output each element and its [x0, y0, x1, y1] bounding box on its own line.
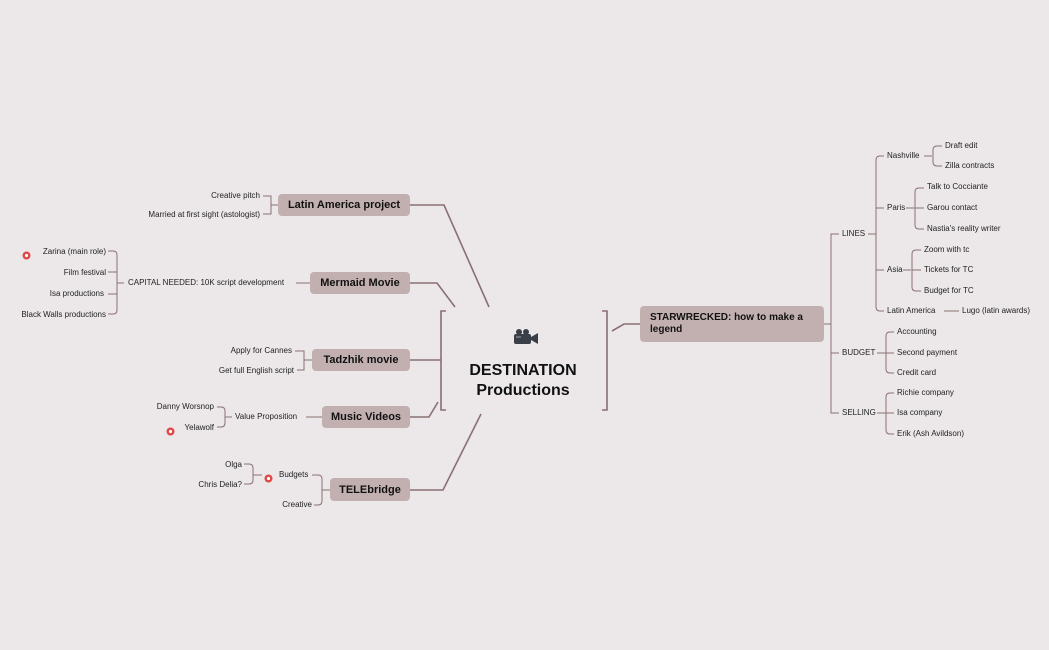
isa-productions[interactable]: Isa productions: [49, 289, 104, 298]
paris-label[interactable]: Paris: [887, 203, 906, 212]
topic-starwrecked[interactable]: STARWRECKED: how to make a legend: [640, 306, 824, 342]
latin-america-label[interactable]: Latin America: [887, 306, 936, 315]
yelawolf[interactable]: Yelawolf: [184, 423, 214, 432]
topic-telebridge-label: TELEbridge: [339, 483, 401, 496]
topic-starwrecked-label: STARWRECKED: how to make a legend: [650, 312, 803, 335]
lugo-latin-awards[interactable]: Lugo (latin awards): [962, 306, 1031, 315]
zoom-with-tc[interactable]: Zoom with tc: [924, 245, 970, 254]
value-proposition[interactable]: Value Proposition: [235, 412, 298, 421]
topic-latin-america-label: Latin America project: [287, 199, 401, 211]
richie-company[interactable]: Richie company: [897, 388, 954, 397]
chris-delia[interactable]: Chris Delia?: [198, 480, 242, 489]
film-festival[interactable]: Film festival: [63, 268, 106, 277]
zilla-contracts[interactable]: Zilla contracts: [945, 161, 995, 170]
root-title-line1: DESTINATION: [469, 362, 577, 379]
topic-latin-america[interactable]: Latin America project: [278, 194, 410, 216]
capital-needed[interactable]: CAPITAL NEEDED: 10K script development: [128, 278, 285, 287]
topic-tadzhik-movie-label: Tadzhik movie: [323, 354, 399, 366]
married-at-first-sight[interactable]: Married at first sight (astologist): [148, 210, 260, 219]
topic-music-videos[interactable]: Music Videos: [322, 406, 410, 428]
talk-to-cocciante[interactable]: Talk to Cocciante: [927, 182, 988, 191]
garou-contact[interactable]: Garou contact: [927, 203, 978, 212]
apply-for-cannes[interactable]: Apply for Cannes: [230, 346, 292, 355]
nastias-reality-writer[interactable]: Nastia's reality writer: [927, 224, 1001, 233]
topic-mermaid-movie[interactable]: Mermaid Movie: [310, 272, 410, 294]
danny-worsnop[interactable]: Danny Worsnop: [156, 402, 214, 411]
black-walls-productions[interactable]: Black Walls productions: [21, 310, 106, 319]
tickets-for-tc[interactable]: Tickets for TC: [924, 265, 974, 274]
zarina-main-role[interactable]: Zarina (main role): [42, 247, 106, 256]
erik-ash-avildson[interactable]: Erik (Ash Avildson): [897, 429, 964, 438]
creative[interactable]: Creative: [282, 500, 312, 509]
creative-pitch[interactable]: Creative pitch: [211, 191, 260, 200]
red-circle-marker-icon: [22, 247, 31, 260]
budgets[interactable]: Budgets: [279, 470, 309, 479]
topic-mermaid-movie-label: Mermaid Movie: [320, 277, 400, 289]
root-title-line2: Productions: [476, 382, 570, 399]
topic-music-videos-label: Music Videos: [330, 411, 402, 423]
asia-label[interactable]: Asia: [887, 265, 903, 274]
olga[interactable]: Olga: [225, 460, 242, 469]
accounting[interactable]: Accounting: [897, 327, 937, 336]
isa-company[interactable]: Isa company: [897, 408, 943, 417]
credit-card[interactable]: Credit card: [897, 368, 937, 377]
draft-edit[interactable]: Draft edit: [945, 141, 978, 150]
selling-label[interactable]: SELLING: [842, 408, 876, 417]
get-full-english-script[interactable]: Get full English script: [218, 366, 294, 375]
budget-for-tc[interactable]: Budget for TC: [924, 286, 974, 295]
red-circle-marker-icon: [166, 423, 175, 436]
topic-tadzhik-movie[interactable]: Tadzhik movie: [312, 349, 410, 371]
video-camera-icon: [512, 327, 540, 345]
budget-label[interactable]: BUDGET: [842, 348, 876, 357]
red-circle-marker-icon: [264, 470, 273, 483]
root-title[interactable]: DESTINATION Productions: [458, 361, 588, 401]
lines-label[interactable]: LINES: [842, 229, 866, 238]
topic-telebridge[interactable]: TELEbridge: [330, 478, 410, 501]
second-payment[interactable]: Second payment: [897, 348, 958, 357]
nashville-label[interactable]: Nashville: [887, 151, 920, 160]
